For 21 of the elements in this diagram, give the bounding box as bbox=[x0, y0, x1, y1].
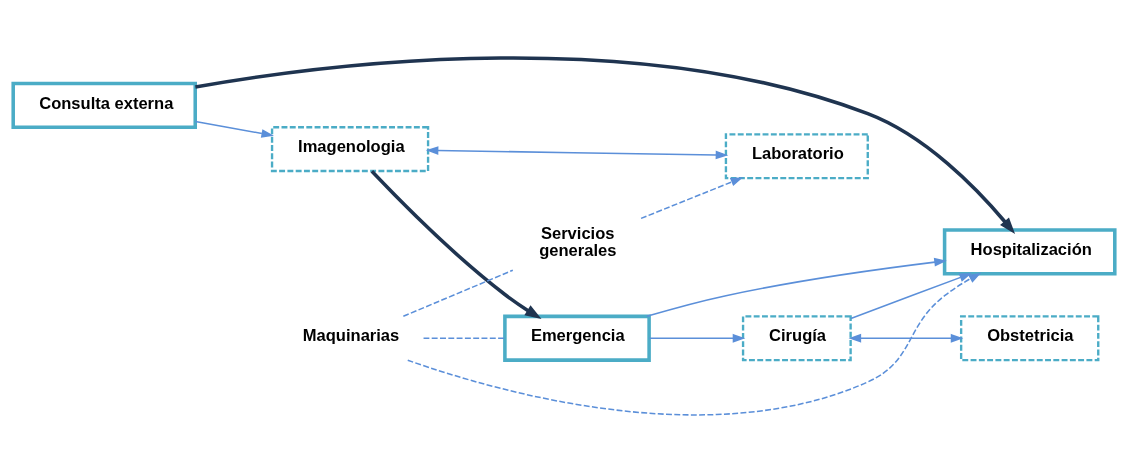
node-box: Cirugía bbox=[741, 315, 852, 362]
arrow bbox=[370, 170, 542, 320]
arrow bbox=[848, 333, 964, 343]
arrow bbox=[425, 146, 729, 160]
arrow bbox=[194, 120, 274, 138]
node-box: Hospitalización bbox=[942, 228, 1117, 276]
connector bbox=[402, 269, 514, 318]
arrow bbox=[646, 257, 947, 318]
node-text: Maquinarias bbox=[302, 326, 400, 346]
node-box: Imagenologia bbox=[270, 126, 430, 173]
arrow bbox=[850, 273, 972, 320]
arrow bbox=[407, 272, 982, 416]
node-text: Servicios generales bbox=[539, 224, 617, 260]
node-box: Obstetricia bbox=[959, 315, 1100, 362]
connector bbox=[422, 337, 506, 339]
node-box: Consulta externa bbox=[11, 81, 197, 130]
arrow bbox=[640, 177, 744, 220]
arrow bbox=[195, 56, 1016, 235]
node-box: Emergencia bbox=[503, 314, 651, 362]
node-box: Laboratorio bbox=[724, 133, 869, 180]
arrow bbox=[648, 333, 746, 343]
